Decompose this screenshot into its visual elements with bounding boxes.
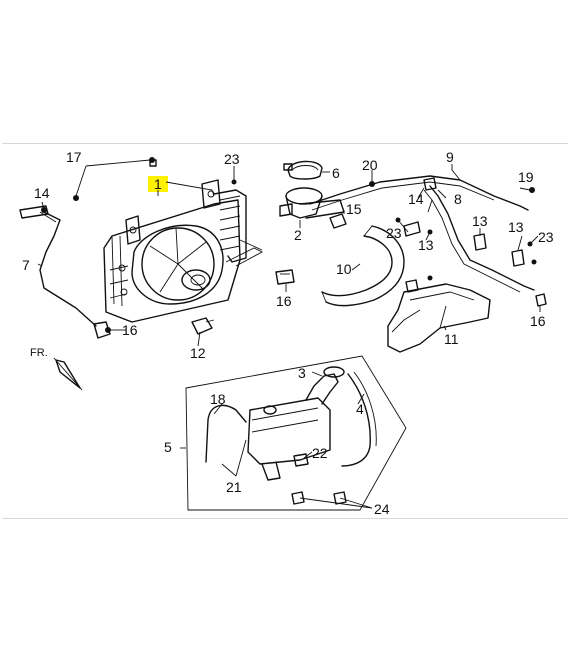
callout-16-right: 16 [530, 313, 546, 329]
callout-17: 17 [66, 149, 82, 165]
callout-1-highlight [148, 176, 168, 192]
hose-4 [341, 371, 377, 467]
callout-11: 11 [444, 331, 459, 347]
callout-4: 4 [356, 401, 364, 417]
callout-18: 18 [210, 391, 226, 407]
callout-19: 19 [518, 169, 534, 185]
callout-14-right: 14 [408, 191, 424, 207]
hose-10 [321, 225, 405, 307]
bracket-22 [293, 453, 309, 467]
clip-16-center [275, 269, 295, 285]
callout-13-right-a: 13 [472, 213, 488, 229]
callout-20: 20 [362, 157, 378, 173]
orientation-label: FR. [30, 347, 48, 359]
callout-5: 5 [164, 439, 172, 455]
callout-23-top: 23 [224, 151, 240, 167]
callout-9: 9 [446, 149, 454, 165]
orientation-indicator [53, 357, 83, 391]
clip-15 [329, 213, 347, 229]
callout-16-center: 16 [276, 293, 292, 309]
temp-sensor-12 [191, 317, 215, 335]
callout-23-right: 23 [538, 229, 554, 245]
air-duct-11 [387, 275, 491, 353]
thermostat-housing-2 [279, 187, 345, 219]
filler-neck-3 [305, 366, 345, 405]
callout-12: 12 [190, 345, 206, 361]
callout-7: 7 [22, 257, 30, 273]
callout-16-left: 16 [122, 322, 138, 338]
hose-9 [309, 175, 529, 211]
callout-labels: 17 1 14 7 16 12 23 6 2 15 20 9 19 14 8 2… [22, 149, 554, 517]
reservoir-outline-5 [185, 355, 407, 511]
callout-15: 15 [346, 201, 362, 217]
leader-lines [37, 157, 541, 509]
callout-1: 1 [154, 176, 162, 192]
callout-13-center: 13 [418, 237, 434, 253]
radiator-assembly [103, 159, 263, 323]
callout-8: 8 [454, 191, 462, 207]
diagram-frame [2, 143, 568, 519]
callout-22: 22 [312, 445, 328, 461]
hose-7 [39, 211, 111, 339]
callout-23-center: 23 [386, 225, 402, 241]
callout-13-right-b: 13 [508, 219, 524, 235]
overflow-hose-18 [205, 404, 247, 463]
reservoir-tank [247, 397, 331, 481]
clamp-6 [283, 160, 323, 180]
bolts-24 [291, 491, 347, 505]
callout-2: 2 [294, 227, 302, 243]
callout-14-left: 14 [34, 185, 50, 201]
clips-right [473, 187, 547, 307]
callout-3: 3 [298, 365, 306, 381]
callout-21: 21 [226, 479, 242, 495]
callout-6: 6 [332, 165, 340, 181]
callout-10: 10 [336, 261, 352, 277]
callout-24: 24 [374, 501, 390, 517]
